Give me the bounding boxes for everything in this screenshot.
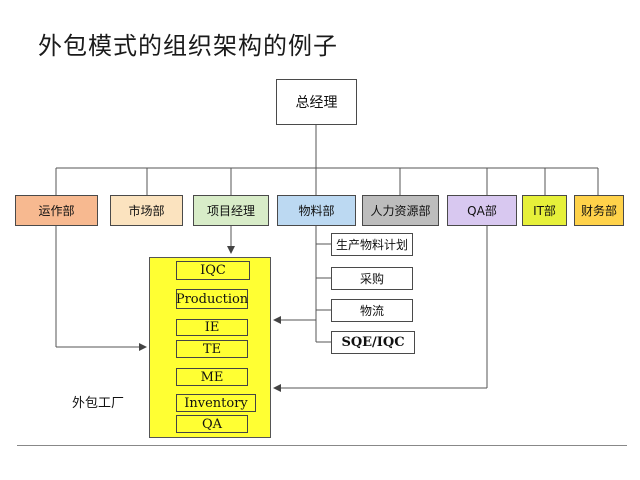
- dept-qa: QA部: [447, 195, 517, 226]
- factory-item-qa: QA: [176, 415, 248, 433]
- dept-material: 物料部: [277, 195, 356, 226]
- factory-item-te: TE: [176, 340, 248, 358]
- dept-project-manager: 项目经理: [193, 195, 269, 226]
- factory-item-me: ME: [176, 368, 248, 386]
- material-sub-sqe-iqc: SQE/IQC: [331, 331, 415, 354]
- dept-hr: 人力资源部: [362, 195, 439, 226]
- factory-item-inventory: Inventory: [176, 394, 256, 412]
- factory-item-iqc: IQC: [176, 261, 250, 280]
- material-sub-purchasing: 采购: [331, 267, 413, 290]
- outsource-factory-label: 外包工厂: [72, 396, 125, 411]
- dept-marketing: 市场部: [110, 195, 183, 226]
- dept-operations: 运作部: [15, 195, 98, 226]
- dept-finance: 财务部: [574, 195, 624, 226]
- material-sub-planning: 生产物料计划: [331, 233, 413, 256]
- ceo-box: 总经理: [276, 79, 357, 125]
- page-title: 外包模式的组织架构的例子: [38, 32, 338, 60]
- footer-divider: [17, 445, 627, 446]
- factory-item-production: Production: [176, 289, 248, 309]
- dept-it: IT部: [522, 195, 567, 226]
- material-sub-logistics: 物流: [331, 299, 413, 322]
- factory-item-ie: IE: [176, 319, 248, 336]
